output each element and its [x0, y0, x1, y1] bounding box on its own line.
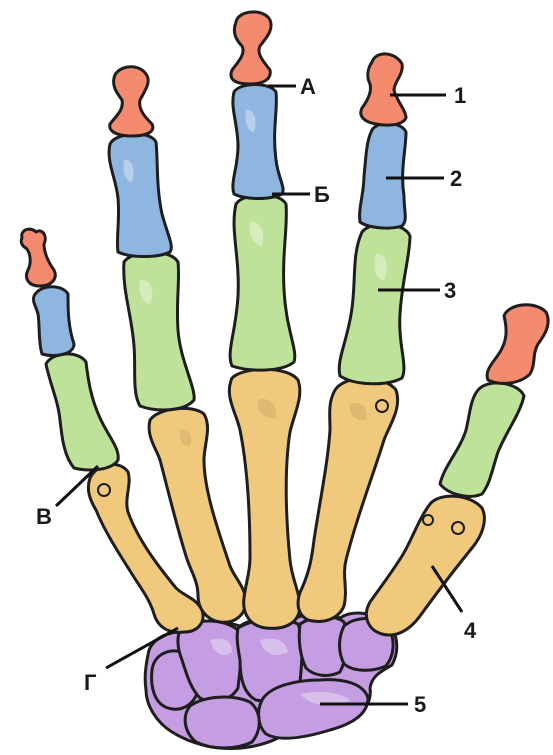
leader-line-4: [430, 565, 464, 613]
distal-phalanx-little: [19, 227, 57, 288]
metacarpal-bones: [86, 367, 486, 637]
distal-phalanx-index: [359, 52, 408, 127]
label-g: Г: [84, 670, 97, 695]
middle-phalanx-little: [32, 285, 76, 358]
proximal-phalanges: [44, 193, 526, 498]
label-5: 5: [414, 692, 426, 717]
distal-phalanx-middle: [229, 10, 273, 86]
middle-phalanges: [32, 83, 408, 358]
leader-lines: [54, 84, 464, 706]
label-a: А: [300, 74, 316, 99]
leader-line-g: [105, 626, 179, 670]
carpal-bone: [183, 695, 261, 750]
metacarpal-little: [86, 462, 205, 634]
label-2: 2: [450, 166, 462, 191]
label-v: В: [36, 504, 52, 529]
proximal-phalanx-thumb: [438, 381, 526, 498]
distal-phalanx-ring: [108, 65, 155, 138]
carpal-bone: [257, 678, 370, 740]
proximal-phalanx-ring: [122, 250, 196, 412]
middle-phalanx-middle: [231, 83, 285, 200]
labels: А Б В Г 1 2 3 4 5: [36, 74, 477, 717]
label-1: 1: [454, 83, 466, 108]
proximal-phalanx-middle: [228, 193, 297, 372]
distal-phalanx-thumb: [485, 303, 550, 385]
proximal-phalanx-index: [337, 222, 412, 386]
label-3: 3: [444, 278, 456, 303]
distal-phalanges: [19, 10, 550, 385]
middle-phalanx-ring: [107, 132, 173, 258]
label-b: Б: [314, 182, 330, 207]
metacarpal-index: [296, 376, 399, 623]
metacarpal-middle: [227, 367, 302, 630]
metacarpal-ring: [147, 406, 248, 624]
proximal-phalanx-little: [44, 352, 120, 472]
middle-phalanx-index: [358, 122, 408, 230]
leader-line-v: [54, 464, 100, 508]
label-4: 4: [464, 618, 477, 643]
